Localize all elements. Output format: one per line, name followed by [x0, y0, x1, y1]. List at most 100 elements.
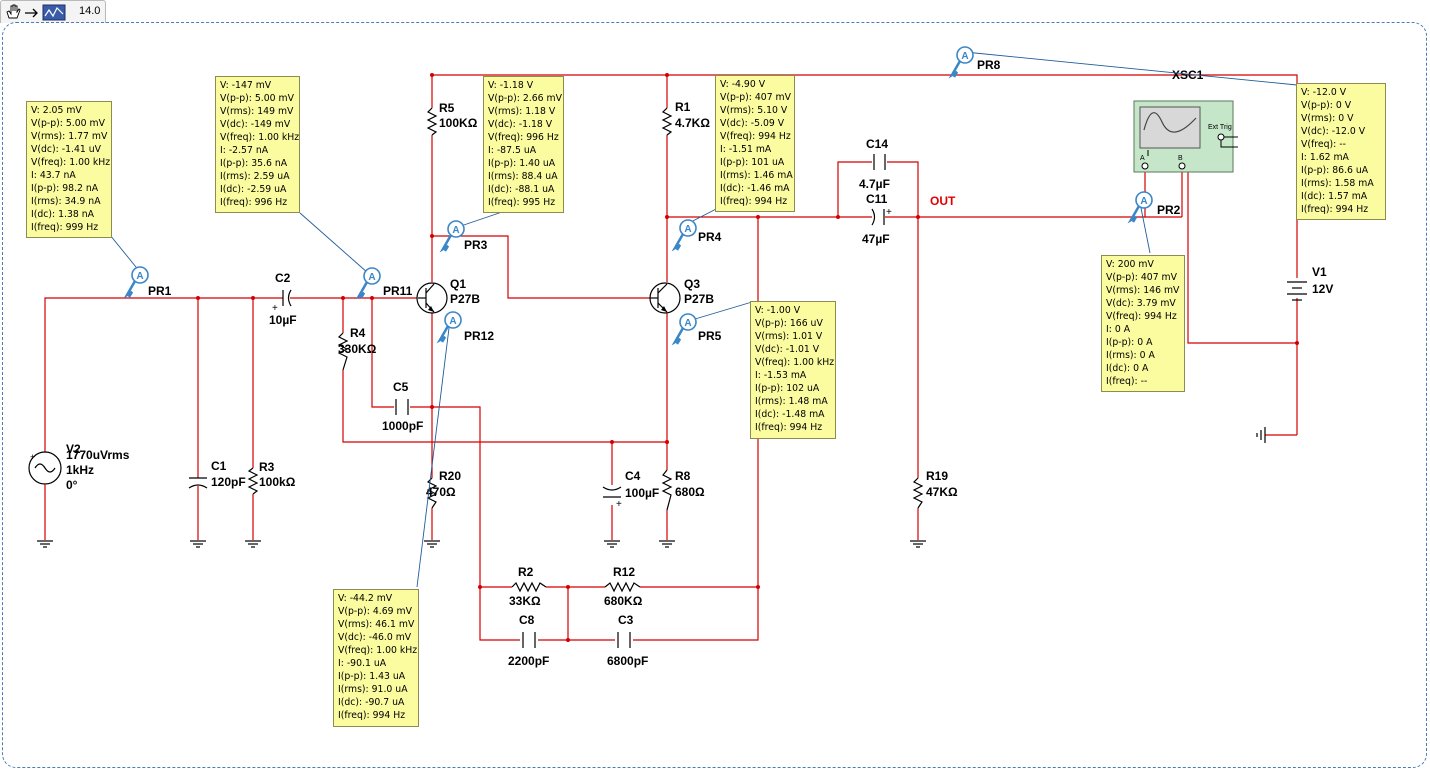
probe-readout-line: V(dc): -5.09 V [720, 118, 785, 129]
v2-phase: 0° [66, 478, 78, 492]
probe-readout-line: V(freq): 1.00 kHz [220, 132, 300, 143]
oscilloscope-xsc1[interactable]: Ext Trig A B [1133, 100, 1238, 173]
probe-readout-line: I(rms): 91.0 uA [338, 684, 408, 695]
r8-value: 680Ω [675, 485, 705, 499]
capacitor-c5[interactable] [395, 399, 409, 415]
r4-name: R4 [350, 326, 366, 340]
resistor-r12[interactable] [604, 581, 641, 593]
probe-readout-line: I: 0 A [1106, 324, 1131, 335]
probe-readout-line: I(freq): 995 Hz [488, 197, 556, 208]
c2-value: 10µF [269, 313, 297, 327]
capacitor-c2[interactable]: + [272, 289, 292, 314]
ground-r20 [423, 540, 441, 548]
probe-readout-line: I: -90.1 uA [338, 658, 387, 669]
probe-readout-line: V(p-p): 4.69 mV [338, 606, 412, 617]
r3-value: 100kΩ [259, 475, 296, 489]
resistor-r5[interactable] [426, 107, 438, 136]
r19-name: R19 [926, 469, 948, 483]
probe-pr1-label: PR1 [148, 284, 172, 298]
capacitor-c8[interactable] [522, 632, 536, 648]
probe-pr11-icon[interactable] [357, 266, 382, 300]
schematic-frame [2, 22, 1427, 768]
resistor-r4[interactable] [337, 332, 349, 371]
probe-readout-line: V(dc): -1.41 uV [31, 144, 101, 155]
resistor-r19[interactable] [912, 477, 924, 509]
capacitor-c4[interactable]: + [602, 486, 622, 510]
probe-readout-line: V(rms): 149 mV [220, 106, 294, 117]
probe-readout-line: I(dc): -88.1 uA [488, 184, 555, 195]
probe-readout-line: V(dc): -149 mV [220, 119, 291, 130]
q1-name: Q1 [450, 277, 466, 291]
resistor-r3[interactable] [247, 467, 259, 540]
r2-value: 33KΩ [509, 594, 541, 608]
svg-text:+: + [886, 207, 892, 218]
r4-value: 330KΩ [338, 342, 377, 356]
xsc1-channel-a: A [1140, 155, 1145, 162]
transistor-q3[interactable] [649, 282, 681, 314]
transistor-q1[interactable] [416, 282, 448, 314]
probe-readout-line: V(dc): -1.18 V [488, 119, 553, 130]
ground-r8 [658, 540, 676, 548]
ground-c4 [603, 540, 621, 548]
probe-pr4-label: PR4 [698, 230, 722, 244]
zoom-level: 14.0 [79, 5, 101, 17]
battery-v1[interactable] [1287, 281, 1307, 301]
probe-readout-line: I(p-p): 86.6 uA [1301, 165, 1369, 176]
capacitor-c14[interactable] [873, 154, 886, 170]
probe-readout-line: I(dc): -2.59 uA [220, 184, 287, 195]
c3-name: C3 [618, 613, 634, 627]
c11-name: C11 [866, 192, 888, 206]
probe-pr3-label: PR3 [464, 238, 488, 252]
ground-c1 [189, 540, 207, 548]
c14-name: C14 [866, 137, 888, 151]
r20-name: R20 [439, 469, 461, 483]
probe-pr5-label: PR5 [698, 329, 722, 343]
probe-readout-line: V(rms): 1.18 V [488, 106, 556, 117]
source-v2[interactable]: + V2 [0, 0, 81, 540]
v2-frequency: 1kHz [66, 463, 94, 477]
q1-model: P27B [450, 292, 480, 306]
probe-readout-line: V(dc): 3.79 mV [1106, 298, 1176, 309]
probe-readout-line: V: -44.2 mV [338, 593, 393, 604]
probe-readout-line: I(p-p): 1.43 uA [338, 671, 406, 682]
capacitor-c11[interactable]: + [871, 207, 892, 226]
probe-readout-line: V(rms): 5.10 V [720, 105, 788, 116]
probe-readout-line: I(freq): -- [1106, 376, 1148, 387]
resistor-r8[interactable] [661, 469, 673, 511]
r1-value: 4.7KΩ [675, 116, 710, 130]
r19-value: 47KΩ [926, 485, 958, 499]
simulate-icon[interactable] [42, 4, 66, 21]
probe-readout-line: I: -87.5 uA [488, 145, 537, 156]
probe-readout-line: V(freq): 994 Hz [720, 131, 791, 142]
probe-readout-line: I(freq): 994 Hz [338, 710, 406, 721]
resistor-r1[interactable] [661, 107, 673, 136]
xsc1-ext-trig: Ext Trig [1208, 124, 1232, 131]
c8-name: C8 [519, 613, 535, 627]
junctions [196, 73, 1299, 642]
r12-name: R12 [613, 565, 635, 579]
probe-pr8-icon[interactable] [950, 45, 975, 79]
ground-r3 [244, 540, 262, 548]
probe-pr5-icon[interactable] [673, 312, 698, 346]
resistor-r20[interactable] [426, 477, 438, 509]
probe-readout-line: V(p-p): 407 mV [720, 92, 791, 103]
probe-pr1-icon[interactable] [125, 265, 150, 299]
hand-icon[interactable] [6, 4, 21, 19]
capacitor-c3[interactable] [617, 632, 631, 648]
probe-pr12-icon[interactable] [438, 310, 463, 344]
c1-name: C1 [211, 459, 227, 473]
probe-readout-line: I: -1.53 mA [755, 370, 807, 381]
q3-model: P27B [684, 292, 714, 306]
probe-pr4-icon[interactable] [673, 218, 698, 252]
resistor-r2[interactable] [511, 581, 547, 593]
ground-v1 [1256, 427, 1266, 443]
c3-value: 6800pF [607, 654, 648, 668]
capacitor-c1[interactable] [188, 477, 208, 540]
probe-readout-line: I(rms): 34.9 nA [31, 196, 101, 207]
probe-readout-line: I(dc): 1.57 mA [1301, 191, 1368, 202]
ground-v2 [36, 540, 54, 548]
probe-readout-line: V(freq): 1.00 kHz [338, 645, 418, 656]
svg-text:+: + [616, 499, 622, 510]
